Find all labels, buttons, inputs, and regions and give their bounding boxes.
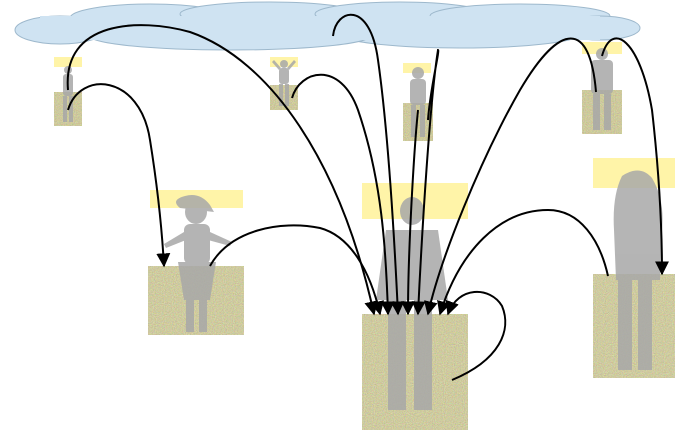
edge-cloud-to-medium-left	[66, 24, 379, 316]
person-small-2	[270, 57, 298, 110]
edge-small3b-to-center	[411, 48, 440, 316]
person-silhouette	[613, 170, 663, 370]
person-small-4	[582, 42, 622, 134]
edge-cloud-to-center	[332, 13, 405, 316]
edge-medium-right-to-center	[437, 208, 609, 316]
person-silhouette	[410, 67, 426, 137]
person-small-1	[54, 57, 82, 126]
person-medium-right	[593, 158, 675, 378]
edge-small3-to-center	[401, 109, 419, 316]
edge-small1-to-medium-left	[67, 83, 171, 268]
person-medium-left	[148, 190, 244, 335]
person-small-3	[403, 63, 433, 141]
person-center-target	[362, 183, 468, 430]
head-highlight	[54, 57, 82, 67]
edge-center-self-loop	[445, 291, 507, 381]
edges	[66, 13, 669, 381]
cloud	[14, 1, 641, 51]
edge-small4-to-center	[423, 37, 597, 316]
edge-small4-to-medium-right	[601, 37, 669, 276]
edge-medium-left-to-center	[209, 224, 385, 316]
person-silhouette	[164, 195, 232, 332]
edge-small2-to-center	[291, 73, 395, 316]
person-silhouette	[591, 48, 613, 130]
person-silhouette	[272, 60, 296, 106]
